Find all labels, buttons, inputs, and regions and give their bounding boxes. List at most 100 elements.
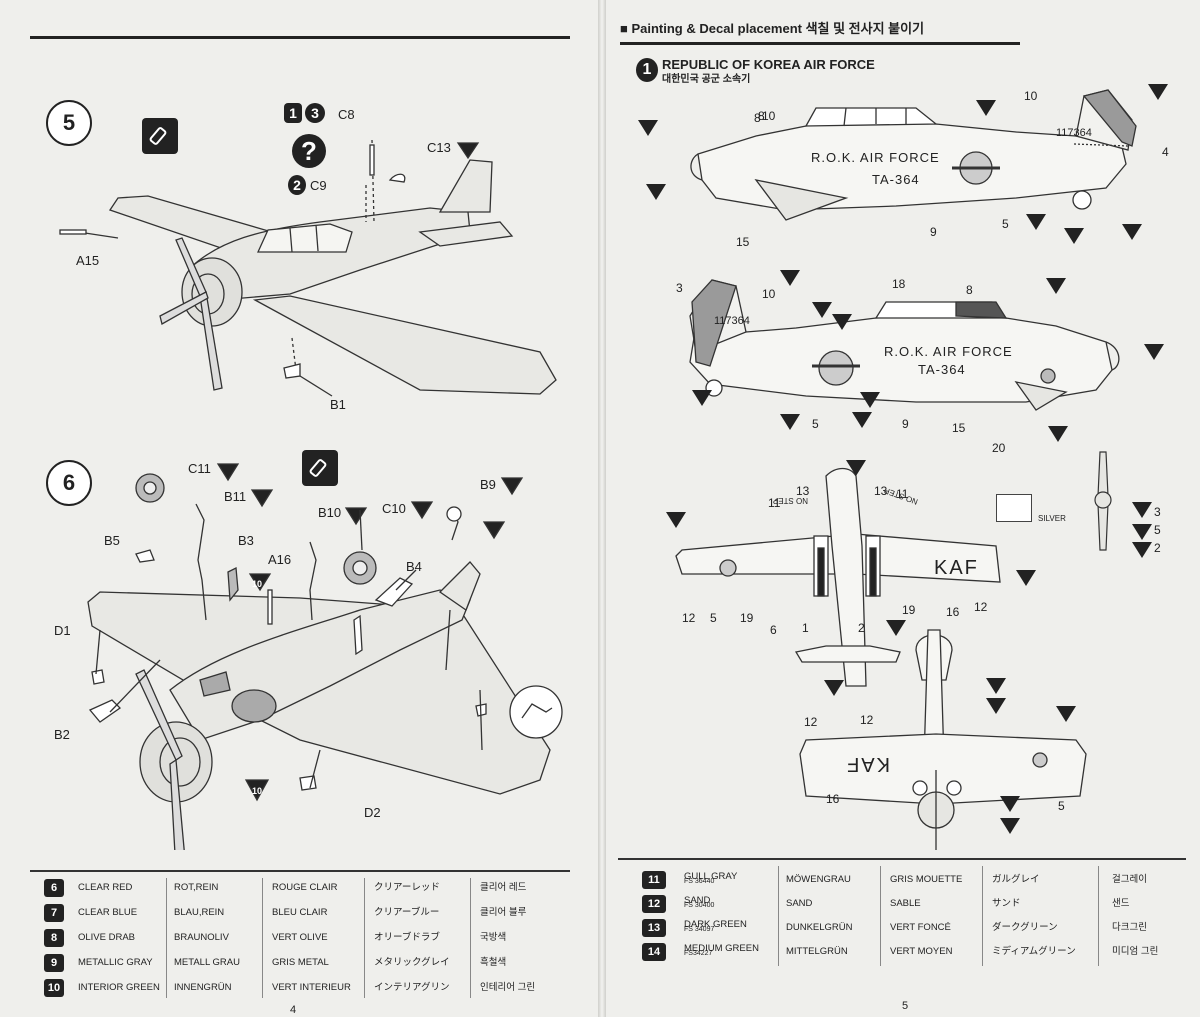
legend-row: 7 CLEAR BLUE BLAU,REIN BLEU CLAIR クリアーブル… — [30, 901, 570, 925]
part-number-2: 2 — [288, 175, 306, 195]
callout-12-lower-right: 12 — [860, 713, 874, 727]
callout-20: 20 — [992, 441, 1006, 455]
silver-label: SILVER — [1038, 514, 1066, 523]
legend-num: 11 — [642, 871, 666, 889]
legend-num: 10 — [44, 979, 64, 997]
legend-num: 8 — [44, 929, 64, 947]
callout-8: 8 — [758, 109, 765, 123]
legend-kr: 샌드 — [1112, 898, 1130, 909]
callout-2: 2 — [858, 621, 865, 635]
legend-de: BRAUNOLIV — [174, 932, 229, 943]
label-B11: B11 — [224, 489, 247, 504]
top-rule — [30, 36, 570, 39]
label-B2: B2 — [54, 727, 70, 742]
label-B3: B3 — [238, 533, 254, 548]
legend-kr: 다크그린 — [1112, 922, 1147, 933]
callout-8: 8 — [966, 283, 973, 297]
propeller-drawing — [1094, 451, 1152, 558]
legend-jp: インテリアグリン — [374, 982, 450, 993]
label-D1: D1 — [54, 623, 71, 638]
label-B1: B1 — [330, 397, 346, 412]
callout-10: 10 — [252, 579, 262, 589]
label-B4: B4 — [406, 559, 422, 574]
legend-jp: ダークグリーン — [992, 922, 1058, 933]
book-gutter — [598, 0, 606, 1017]
callout-19: 19 — [740, 611, 754, 625]
version-subtitle: 대한민국 공군 소속기 — [662, 74, 751, 85]
legend-kr: 미디엄 그린 — [1112, 946, 1159, 957]
header-rule — [620, 42, 1020, 45]
left-page: 5 1 3 C8 ? 2 C9 C13 A15 B1 — [0, 0, 598, 1017]
legend-en: INTERIOR GREEN — [78, 982, 160, 993]
question-icon: ? — [292, 134, 326, 168]
legend-fr: VERT OLIVE — [272, 932, 328, 943]
legend-num: 13 — [642, 919, 666, 937]
legend-jp: サンド — [992, 898, 1021, 909]
callout-18: 18 — [892, 277, 906, 291]
legend-row: 6 CLEAR RED ROT,REIN ROUGE CLAIR クリアーレッド… — [30, 876, 570, 900]
callout-9: 9 — [902, 417, 909, 431]
callout-11-right: 11 — [896, 487, 909, 501]
legend-de: MÖWENGRAU — [786, 874, 851, 885]
paint-icon — [302, 450, 338, 486]
legend-de: INNENGRÜN — [174, 982, 232, 993]
no-step-left: NO STEP — [773, 496, 808, 505]
right-page: ■ Painting & Decal placement 색칠 및 전사지 붙이… — [606, 0, 1200, 1017]
legend-fr: VERT FONCÉ — [890, 922, 951, 933]
legend-num: 6 — [44, 879, 64, 897]
tail-code: 117364 — [714, 315, 750, 327]
callout-8-label: 8 — [754, 111, 761, 125]
legend-de: DUNKELGRÜN — [786, 922, 853, 933]
callout-3: 3 — [676, 281, 683, 295]
label-C13: C13 — [427, 140, 451, 155]
legend-kr: 클리어 레드 — [480, 882, 527, 893]
step-6-number: 6 — [46, 460, 92, 506]
paint-icon — [142, 118, 178, 154]
section-header: ■ Painting & Decal placement 색칠 및 전사지 붙이… — [620, 21, 925, 36]
callout-11-left: 11 — [768, 496, 781, 510]
label-A15: A15 — [76, 253, 100, 268]
legend-fs: FS 34097 — [684, 926, 715, 933]
legend-fr: VERT MOYEN — [890, 946, 953, 957]
legend-num: 7 — [44, 904, 64, 922]
label-B9: B9 — [480, 477, 496, 492]
legend-kr: 국방색 — [480, 932, 507, 943]
legend-kr: 걸그레이 — [1112, 874, 1147, 885]
step-6-aircraft-drawing: 10 10 — [87, 463, 563, 850]
legend-num: 9 — [44, 954, 64, 972]
underside-view: KAF — [799, 629, 1087, 850]
legend-kr: 클리어 블루 — [480, 907, 527, 918]
callout-4: 4 — [1162, 145, 1169, 159]
legend-jp: オリーブドラブ — [374, 932, 440, 943]
prop-callout-5: 5 — [1154, 523, 1161, 537]
legend-fr: BLEU CLAIR — [272, 907, 328, 918]
wing-text: KAF — [934, 557, 979, 579]
callout-6: 6 — [770, 623, 777, 637]
callout-1: 1 — [802, 621, 809, 635]
legend-de: SAND — [786, 898, 813, 909]
legend-row: 9 METALLIC GRAY METALL GRAU GRIS METAL メ… — [30, 951, 570, 975]
legend-row: 8 OLIVE DRAB BRAUNOLIV VERT OLIVE オリーブドラ… — [30, 926, 570, 950]
label-D2: D2 — [364, 805, 381, 820]
label-C9: C9 — [310, 178, 327, 193]
fuselage-text: R.O.K. AIR FORCE — [811, 150, 940, 165]
paint-legend-left: 6 CLEAR RED ROT,REIN ROUGE CLAIR クリアーレッド… — [30, 870, 570, 1002]
label-B10: B10 — [318, 505, 342, 520]
legend-jp: クリアーレッド — [374, 882, 440, 893]
legend-en: CLEAR RED — [78, 882, 133, 893]
prop-callout-2: 2 — [1154, 541, 1161, 555]
callout-19-right: 19 — [902, 603, 916, 617]
silver-swatch — [996, 494, 1032, 522]
legend-kr: 인테리어 그린 — [480, 982, 536, 993]
legend-fr: SABLE — [890, 898, 921, 909]
tail-code: 117364 — [1056, 127, 1092, 139]
callout-12: 12 — [682, 611, 696, 625]
callout-13-left: 13 — [796, 484, 810, 498]
